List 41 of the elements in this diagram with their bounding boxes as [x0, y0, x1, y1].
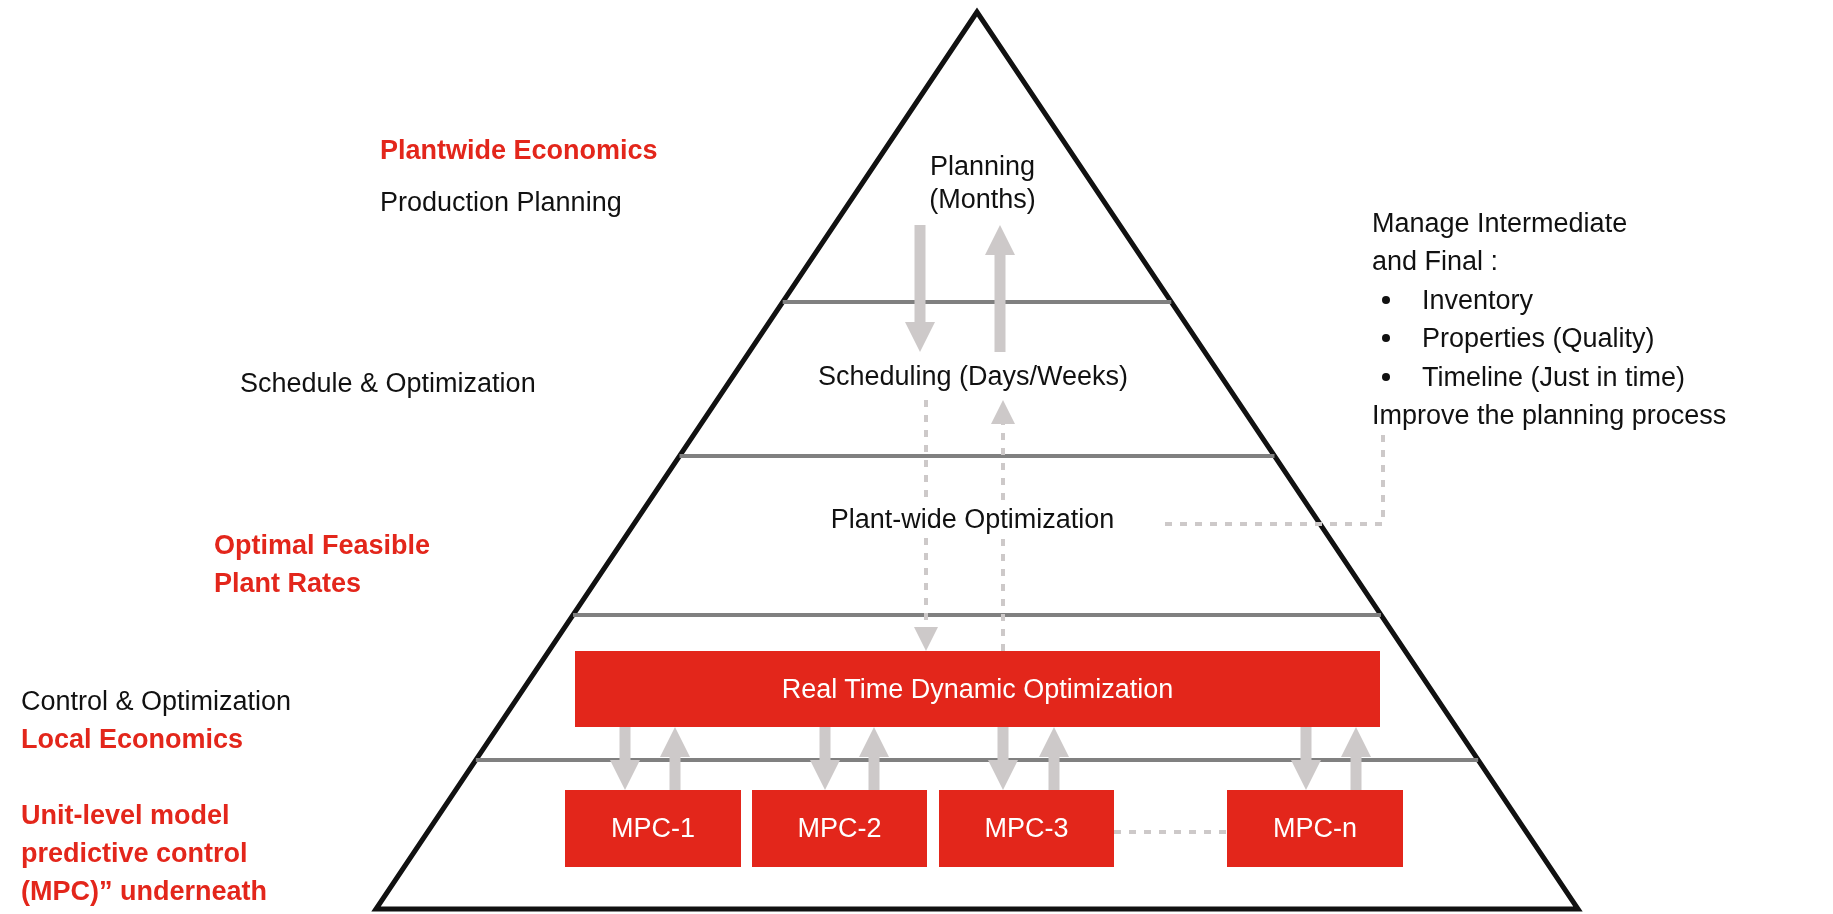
- tier-label: Local Economics: [21, 723, 245, 756]
- list-item: Timeline (Just in time): [1422, 360, 1686, 394]
- tier-label: Plantwide Economics: [380, 134, 659, 167]
- dashed-connector: [924, 400, 928, 500]
- process-box: [1227, 790, 1403, 867]
- node-text: MPC-n: [1273, 812, 1357, 845]
- arrow: [810, 727, 840, 790]
- process-box: [752, 790, 927, 867]
- arrow: [985, 225, 1015, 352]
- node-text: Improve the planning process: [1372, 399, 1727, 432]
- tier-label: Optimal Feasible Plant Rates: [214, 529, 432, 600]
- dashed-connector: [1114, 830, 1227, 834]
- node-text: MPC-2: [797, 812, 882, 845]
- dashed-connector: [1165, 435, 1385, 526]
- node-text: Planning (Months): [928, 150, 1037, 215]
- node-text: Real Time Dynamic Optimization: [781, 672, 1174, 706]
- dashed-connector: [914, 538, 938, 651]
- node-text: Manage Intermediate and Final :: [1372, 206, 1629, 278]
- dashed-connector: [1001, 538, 1005, 651]
- arrow: [1291, 727, 1321, 790]
- list-item: Properties (Quality): [1422, 322, 1655, 355]
- tier-label: Production Planning: [380, 186, 623, 219]
- arrow: [1341, 727, 1371, 790]
- node-text: MPC-3: [984, 812, 1069, 845]
- arrow: [859, 727, 889, 790]
- dashed-connector: [991, 400, 1015, 500]
- arrow: [660, 727, 690, 790]
- arrow: [905, 225, 935, 352]
- tier-label: Schedule & Optimization: [240, 367, 537, 400]
- process-box: [575, 651, 1380, 727]
- tier-label: Unit-level model predictive control (MPC)” underneath: [21, 799, 268, 908]
- list-item: Inventory: [1422, 283, 1534, 317]
- node-text: Plant-wide Optimization: [830, 502, 1115, 536]
- process-box: [939, 790, 1114, 867]
- node-text: Scheduling (Days/Weeks): [817, 359, 1129, 393]
- arrow: [610, 727, 640, 790]
- process-box: [565, 790, 741, 867]
- tier-label: Control & Optimization: [21, 685, 293, 718]
- node-text: MPC-1: [611, 812, 695, 845]
- arrow: [988, 727, 1018, 790]
- arrow: [1039, 727, 1069, 790]
